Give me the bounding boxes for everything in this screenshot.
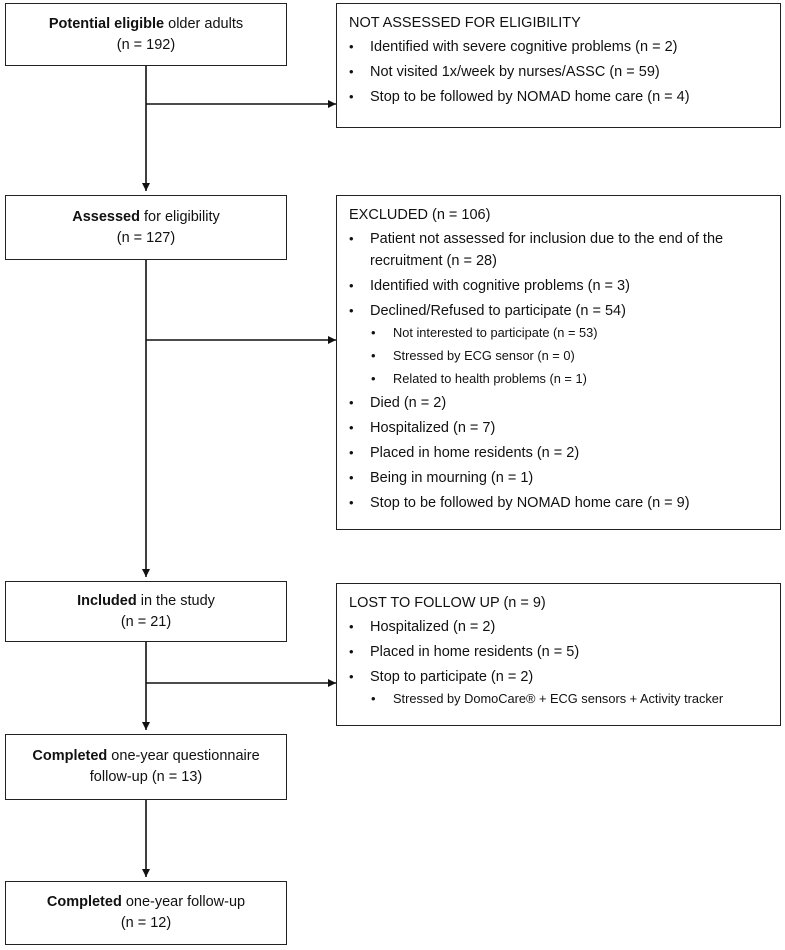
- list-item: Stop to be followed by NOMAD home care (…: [349, 492, 772, 514]
- list-item: Stop to participate (n = 2) Stressed by …: [349, 666, 772, 708]
- list-item: Identified with cognitive problems (n = …: [349, 275, 772, 297]
- completed-count: (n = 12): [120, 915, 172, 931]
- list-item: Stressed by DomoCare® + ECG sensors + Ac…: [371, 689, 772, 708]
- potential-count: (n = 192): [116, 36, 176, 53]
- list-item: Related to health problems (n = 1): [371, 369, 772, 388]
- excluded-list: Patient not assessed for inclusion due t…: [349, 228, 772, 514]
- list-item: Hospitalized (n = 2): [349, 616, 772, 638]
- box-lost-to-follow-up: LOST TO FOLLOW UP (n = 9) Hospitalized (…: [336, 583, 781, 726]
- list-item: Patient not assessed for inclusion due t…: [349, 228, 772, 272]
- list-item: Identified with severe cognitive problem…: [349, 36, 772, 58]
- list-item: Stressed by ECG sensor (n = 0): [371, 346, 772, 365]
- included-title: Included in the study: [77, 592, 215, 609]
- lost-header: LOST TO FOLLOW UP (n = 9): [349, 595, 546, 611]
- not-assessed-header: NOT ASSESSED FOR ELIGIBILITY: [349, 15, 581, 31]
- assessed-title: Assessed for eligibility: [72, 208, 220, 225]
- stop-label: Stop to participate (n = 2): [370, 669, 534, 685]
- assessed-count: (n = 127): [116, 229, 176, 246]
- list-item: Placed in home residents (n = 5): [349, 641, 772, 663]
- completed-questionnaire-line2: follow-up (n = 13): [89, 769, 203, 785]
- box-completed-questionnaire: Completed one-year questionnaire follow-…: [5, 734, 287, 800]
- lost-list: Hospitalized (n = 2) Placed in home resi…: [349, 616, 772, 708]
- list-item: Hospitalized (n = 7): [349, 417, 772, 439]
- included-count: (n = 21): [120, 613, 172, 630]
- not-assessed-list: Identified with severe cognitive problem…: [349, 36, 772, 108]
- list-item: Placed in home residents (n = 2): [349, 442, 772, 464]
- excluded-header: EXCLUDED (n = 106): [349, 207, 491, 223]
- list-item: Not interested to participate (n = 53): [371, 323, 772, 342]
- box-not-assessed: NOT ASSESSED FOR ELIGIBILITY Identified …: [336, 3, 781, 128]
- potential-title: Potential eligible older adults: [48, 15, 244, 32]
- stop-sublist: Stressed by DomoCare® + ECG sensors + Ac…: [349, 689, 772, 708]
- box-excluded: EXCLUDED (n = 106) Patient not assessed …: [336, 195, 781, 530]
- box-completed: Completed one-year follow-up (n = 12): [5, 881, 287, 945]
- list-item: Declined/Refused to participate (n = 54)…: [349, 300, 772, 388]
- completed-title: Completed one-year follow-up: [46, 894, 246, 910]
- declined-label: Declined/Refused to participate (n = 54): [370, 303, 626, 319]
- declined-sublist: Not interested to participate (n = 53) S…: [349, 323, 772, 388]
- completed-questionnaire-title: Completed one-year questionnaire: [32, 748, 260, 764]
- box-potential-eligible: Potential eligible older adults (n = 192…: [5, 3, 287, 66]
- list-item: Being in mourning (n = 1): [349, 467, 772, 489]
- box-included: Included in the study (n = 21): [5, 581, 287, 642]
- box-assessed: Assessed for eligibility (n = 127): [5, 195, 287, 260]
- list-item: Died (n = 2): [349, 392, 772, 414]
- list-item: Stop to be followed by NOMAD home care (…: [349, 86, 772, 108]
- list-item: Not visited 1x/week by nurses/ASSC (n = …: [349, 61, 772, 83]
